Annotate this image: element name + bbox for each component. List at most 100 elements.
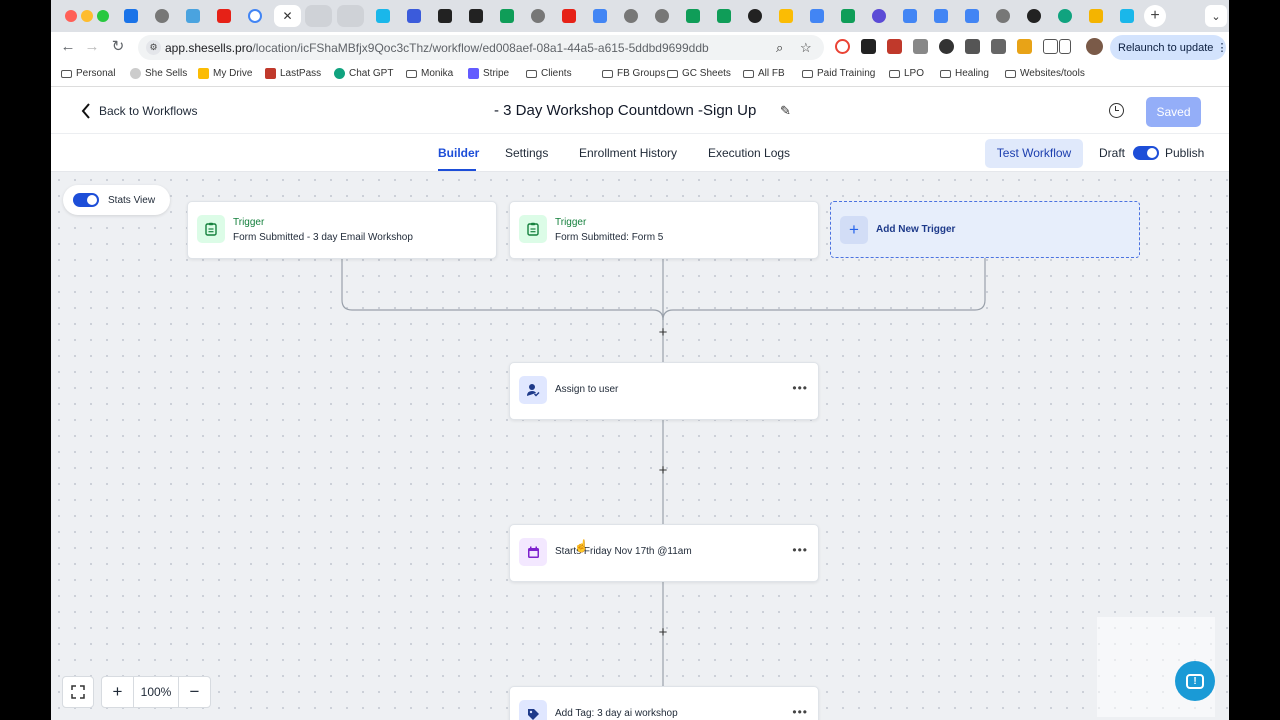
browser-tab[interactable]	[179, 5, 206, 27]
bookmark-all-fb[interactable]: All FB	[743, 68, 785, 79]
address-bar[interactable]: ⚙ app.shesells.pro/location/icFShaMBfjx9…	[138, 35, 824, 60]
action-card-wait[interactable]: Starts Friday Nov 17th @11am •••	[509, 524, 819, 582]
browser-tab[interactable]	[493, 5, 520, 27]
browser-tab[interactable]	[803, 5, 830, 27]
bookmark-my-drive[interactable]: My Drive	[198, 68, 252, 79]
bookmark-paid-training[interactable]: Paid Training	[802, 68, 875, 79]
extension-icon[interactable]	[991, 39, 1006, 54]
extension-icon[interactable]	[939, 39, 954, 54]
extension-icon[interactable]	[887, 39, 902, 54]
extension-icon[interactable]	[1017, 39, 1032, 54]
stats-view-switch[interactable]	[73, 193, 99, 207]
site-info-icon[interactable]: ⚙	[146, 40, 161, 55]
browser-tab[interactable]	[772, 5, 799, 27]
reload-icon[interactable]: ↻	[111, 38, 125, 55]
workflow-canvas[interactable]: Stats View Trigger Form Submitted - 3 da…	[51, 172, 1229, 720]
maximize-window-button[interactable]	[97, 10, 109, 22]
active-tab-close-icon[interactable]: ✕	[274, 5, 301, 27]
trigger-card[interactable]: Trigger Form Submitted - 3 day Email Wor…	[187, 201, 497, 259]
bookmark-lpo[interactable]: LPO	[889, 68, 924, 79]
more-options-icon[interactable]: •••	[792, 705, 808, 719]
minimize-window-button[interactable]	[81, 10, 93, 22]
profile-avatar[interactable]	[1086, 38, 1103, 55]
fit-screen-icon[interactable]	[62, 676, 94, 708]
new-tab-button[interactable]: +	[1144, 5, 1166, 27]
browser-tab[interactable]	[586, 5, 613, 27]
add-action-plus-icon[interactable]: +	[658, 624, 668, 641]
more-options-icon[interactable]: •••	[792, 543, 808, 557]
add-new-trigger-button[interactable]: + Add New Trigger	[830, 201, 1140, 258]
bookmark-monika[interactable]: Monika	[406, 68, 453, 79]
bookmark-chat-gpt[interactable]: Chat GPT	[334, 68, 393, 79]
zoom-in-button[interactable]: +	[102, 677, 134, 707]
browser-tab[interactable]	[555, 5, 582, 27]
tab-execution-logs[interactable]: Execution Logs	[708, 146, 791, 160]
add-action-plus-icon[interactable]: +	[658, 324, 668, 341]
bookmark-fb-groups[interactable]: FB Groups	[602, 68, 665, 79]
action-card-add-tag[interactable]: Add Tag: 3 day ai workshop •••	[509, 686, 819, 720]
zoom-search-icon[interactable]: ⌕	[776, 40, 784, 55]
browser-tab[interactable]	[305, 5, 332, 27]
forward-arrow-icon[interactable]: →	[84, 38, 100, 55]
back-to-workflows-link[interactable]: Back to Workflows	[81, 103, 197, 119]
side-panel-icon[interactable]	[1059, 39, 1071, 54]
close-window-button[interactable]	[65, 10, 77, 22]
browser-tab[interactable]	[400, 5, 427, 27]
bookmark-lastpass[interactable]: LastPass	[265, 68, 321, 79]
bookmark-gc-sheets[interactable]: GC Sheets	[667, 68, 731, 79]
zoom-out-button[interactable]: −	[178, 677, 210, 707]
extensions-puzzle-icon[interactable]	[1043, 39, 1058, 54]
browser-tab[interactable]	[710, 5, 737, 27]
browser-tab[interactable]	[117, 5, 144, 27]
support-chat-button[interactable]: !	[1175, 661, 1215, 701]
bookmark-star-icon[interactable]: ☆	[800, 40, 812, 55]
bookmark-personal[interactable]: Personal	[61, 68, 115, 79]
browser-tab[interactable]	[369, 5, 396, 27]
bookmark-stripe[interactable]: Stripe	[468, 68, 509, 79]
browser-tab[interactable]	[617, 5, 644, 27]
browser-tab[interactable]	[865, 5, 892, 27]
edit-pencil-icon[interactable]: ✎	[780, 103, 791, 118]
bookmark-clients[interactable]: Clients	[526, 68, 572, 79]
browser-tab[interactable]	[148, 5, 175, 27]
browser-tab[interactable]	[241, 5, 268, 27]
publish-toggle[interactable]	[1133, 146, 1159, 160]
relaunch-button[interactable]: Relaunch to update ⋮	[1110, 35, 1227, 60]
more-options-icon[interactable]: •••	[792, 381, 808, 395]
tab-settings[interactable]: Settings	[505, 146, 549, 160]
back-arrow-icon[interactable]: ←	[60, 38, 76, 55]
extension-icon[interactable]	[913, 39, 928, 54]
browser-tab[interactable]	[1051, 5, 1078, 27]
browser-tab[interactable]	[741, 5, 768, 27]
browser-tab[interactable]	[1020, 5, 1047, 27]
version-history-icon[interactable]	[1109, 103, 1124, 118]
bookmark-she-sells[interactable]: She Sells	[130, 68, 187, 79]
browser-tab[interactable]	[834, 5, 861, 27]
trigger-card[interactable]: Trigger Form Submitted: Form 5	[509, 201, 819, 259]
tab-search-chevron-icon[interactable]: ⌄	[1205, 5, 1227, 27]
test-workflow-button[interactable]: Test Workflow	[985, 139, 1083, 168]
browser-tab[interactable]	[648, 5, 675, 27]
tab-enrollment-history[interactable]: Enrollment History	[579, 146, 678, 160]
browser-tab[interactable]	[524, 5, 551, 27]
browser-tab[interactable]	[1082, 5, 1109, 27]
browser-tab[interactable]	[896, 5, 923, 27]
google-extension-icon[interactable]	[835, 39, 850, 54]
browser-tab[interactable]	[210, 5, 237, 27]
browser-tab[interactable]	[927, 5, 954, 27]
extension-icon[interactable]	[965, 39, 980, 54]
saved-button[interactable]: Saved	[1146, 97, 1201, 127]
add-action-plus-icon[interactable]: +	[658, 462, 668, 479]
browser-tab[interactable]	[462, 5, 489, 27]
extension-icon[interactable]	[861, 39, 876, 54]
browser-tab[interactable]	[431, 5, 458, 27]
stats-view-toggle[interactable]: Stats View	[63, 185, 170, 215]
bookmark-healing[interactable]: Healing	[940, 68, 989, 79]
browser-tab[interactable]	[989, 5, 1016, 27]
browser-tab[interactable]	[679, 5, 706, 27]
tab-builder[interactable]: Builder	[438, 146, 480, 160]
bookmark-websites-tools[interactable]: Websites/tools	[1005, 68, 1085, 79]
browser-tab[interactable]	[1113, 5, 1140, 27]
browser-tab[interactable]	[958, 5, 985, 27]
action-card-assign-user[interactable]: Assign to user •••	[509, 362, 819, 420]
